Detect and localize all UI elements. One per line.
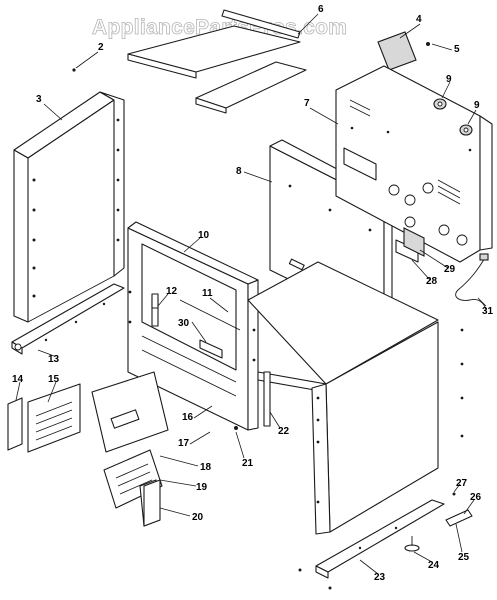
part-21-screw: [234, 426, 238, 430]
part-7-rear-back-panel: [335, 65, 493, 263]
part-24-leveling-leg: [404, 536, 420, 552]
callout-11: 11: [202, 288, 213, 299]
part-4-cover-plate: [377, 31, 417, 71]
callout-labels: 2 3 4 5 6 7 9 9 8 10 11 12 13 14 15 16 1…: [12, 4, 494, 583]
right-side-panel: [311, 321, 464, 535]
callout-31: 31: [482, 306, 494, 317]
callout-9-lower: 9: [474, 100, 480, 111]
part-15-vent-panel: [27, 383, 81, 453]
callout-5: 5: [454, 44, 460, 55]
callout-29: 29: [444, 264, 456, 275]
part-13-left-bottom-rail: [11, 283, 125, 355]
part-27-screw: [452, 492, 456, 496]
part-9-grommet-lower: [459, 124, 473, 136]
callout-9-upper: 9: [446, 74, 452, 85]
callout-15: 15: [48, 374, 60, 385]
callout-6: 6: [318, 4, 324, 15]
part-30-bracket: [199, 339, 223, 359]
part-29-terminal-block: [403, 227, 425, 257]
callout-19: 19: [196, 482, 208, 493]
callout-2: 2: [98, 42, 104, 53]
part-5-screw: [426, 42, 430, 46]
part-31-cord-plug: [479, 253, 489, 261]
part-12-clip: [151, 293, 159, 309]
part-14-end-cap: [7, 397, 23, 451]
callout-27: 27: [456, 478, 468, 489]
part-31-power-cord: [455, 255, 487, 311]
part-25-26-foot-bracket: [445, 509, 473, 527]
callout-25: 25: [458, 552, 470, 563]
callout-12: 12: [166, 286, 178, 297]
callout-3: 3: [36, 94, 42, 105]
part-22-hinge-strip: [263, 371, 271, 427]
callout-14: 14: [12, 374, 24, 385]
callout-10: 10: [198, 230, 210, 241]
leader-lines: [15, 13, 487, 575]
callout-18: 18: [200, 462, 212, 473]
part-3-left-side-panel: [13, 91, 125, 323]
callout-24: 24: [428, 560, 440, 571]
callout-8: 8: [236, 166, 242, 177]
callout-30: 30: [178, 318, 190, 329]
part-9-grommet-upper: [433, 98, 447, 110]
part-16-kick-panel: [91, 371, 169, 453]
callout-20: 20: [192, 512, 204, 523]
part-6-top-strips: [127, 9, 307, 114]
part-20-end-cover: [143, 479, 161, 527]
part-11-rail: [179, 299, 241, 331]
callout-26: 26: [470, 492, 482, 503]
part-18-lower-vent-panel: [103, 449, 163, 509]
part-10-front-frame: [127, 221, 259, 431]
callout-7: 7: [304, 98, 310, 109]
callout-4: 4: [416, 14, 422, 25]
callout-16: 16: [182, 412, 194, 423]
callout-17: 17: [178, 438, 190, 449]
part-2-screw: [72, 68, 76, 72]
callout-21: 21: [242, 458, 254, 469]
callout-23: 23: [374, 572, 386, 583]
callout-22: 22: [278, 426, 290, 437]
callout-28: 28: [426, 276, 438, 287]
callout-13: 13: [48, 354, 60, 365]
part-23-right-bottom-rail: [315, 499, 445, 579]
